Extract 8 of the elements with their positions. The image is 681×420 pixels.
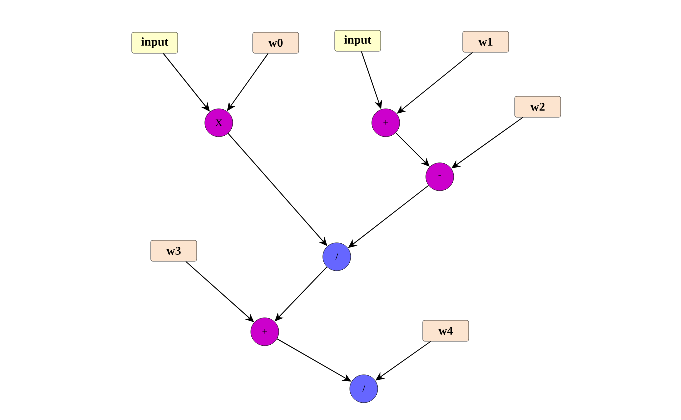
weight-box: w1 [462,31,510,53]
weight-box: w2 [514,96,562,118]
weight-box: w4 [422,320,470,342]
box-node: input [334,30,382,52]
weight-box: w0 [252,32,300,54]
weight-box: w3 [150,240,198,262]
arrow [396,132,430,167]
box-node: input [132,32,178,54]
